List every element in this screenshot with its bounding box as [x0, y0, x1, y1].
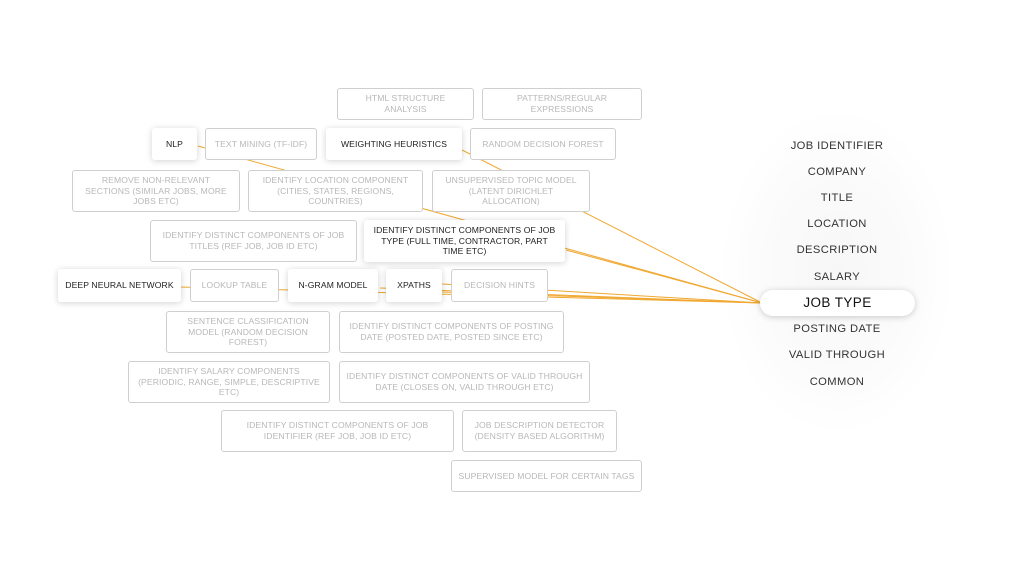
category-location[interactable]: LOCATION	[807, 218, 867, 230]
method-identify-location[interactable]: IDENTIFY LOCATION COMPONENT (CITIES, STA…	[248, 170, 423, 212]
method-job-identifier-components[interactable]: IDENTIFY DISTINCT COMPONENTS OF JOB IDEN…	[221, 410, 454, 452]
method-salary-components[interactable]: IDENTIFY SALARY COMPONENTS (PERIODIC, RA…	[128, 361, 330, 403]
category-job-identifier[interactable]: JOB IDENTIFIER	[790, 140, 884, 152]
method-job-titles-components[interactable]: IDENTIFY DISTINCT COMPONENTS OF JOB TITL…	[150, 220, 357, 262]
method-decision-hints[interactable]: DECISION HINTS	[451, 269, 548, 302]
method-supervised-model[interactable]: SUPERVISED MODEL FOR CERTAIN TAGS	[451, 460, 642, 492]
method-text-mining[interactable]: TEXT MINING (TF-IDF)	[205, 128, 317, 160]
method-job-type-components[interactable]: IDENTIFY DISTINCT COMPONENTS OF JOB TYPE…	[364, 220, 565, 262]
category-company[interactable]: COMPANY	[807, 166, 867, 178]
method-random-decision-forest[interactable]: RANDOM DECISION FOREST	[470, 128, 616, 160]
method-lookup-table[interactable]: LOOKUP TABLE	[190, 269, 279, 302]
category-title[interactable]: TITLE	[820, 192, 854, 204]
category-valid-through[interactable]: VALID THROUGH	[788, 349, 886, 361]
method-valid-through-components[interactable]: IDENTIFY DISTINCT COMPONENTS OF VALID TH…	[339, 361, 590, 403]
method-sentence-classification[interactable]: SENTENCE CLASSIFICATION MODEL (RANDOM DE…	[166, 311, 330, 353]
method-posting-date-components[interactable]: IDENTIFY DISTINCT COMPONENTS OF POSTING …	[339, 311, 564, 353]
category-common[interactable]: COMMON	[809, 376, 865, 388]
method-ngram-model[interactable]: N-GRAM MODEL	[288, 269, 378, 302]
method-weighting-heuristics[interactable]: WEIGHTING HEURISTICS	[326, 128, 462, 160]
method-xpaths[interactable]: XPATHS	[386, 269, 442, 302]
method-nlp[interactable]: NLP	[152, 128, 197, 160]
category-posting-date[interactable]: POSTING DATE	[793, 323, 881, 335]
category-salary[interactable]: SALARY	[813, 271, 861, 283]
method-deep-neural-network[interactable]: DEEP NEURAL NETWORK	[58, 269, 181, 302]
category-description[interactable]: DESCRIPTION	[796, 244, 878, 256]
method-remove-non-relevant[interactable]: REMOVE NON-RELEVANT SECTIONS (SIMILAR JO…	[72, 170, 240, 212]
method-job-description-detector[interactable]: JOB DESCRIPTION DETECTOR (DENSITY BASED …	[462, 410, 617, 452]
method-unsupervised-topic[interactable]: UNSUPERVISED TOPIC MODEL (LATENT DIRICHL…	[432, 170, 590, 212]
method-patterns-regex[interactable]: PATTERNS/REGULAR EXPRESSIONS	[482, 88, 642, 120]
method-html-structure-analysis[interactable]: HTML STRUCTURE ANALYSIS	[337, 88, 474, 120]
category-job-type-selected[interactable]: JOB TYPE	[760, 290, 915, 316]
